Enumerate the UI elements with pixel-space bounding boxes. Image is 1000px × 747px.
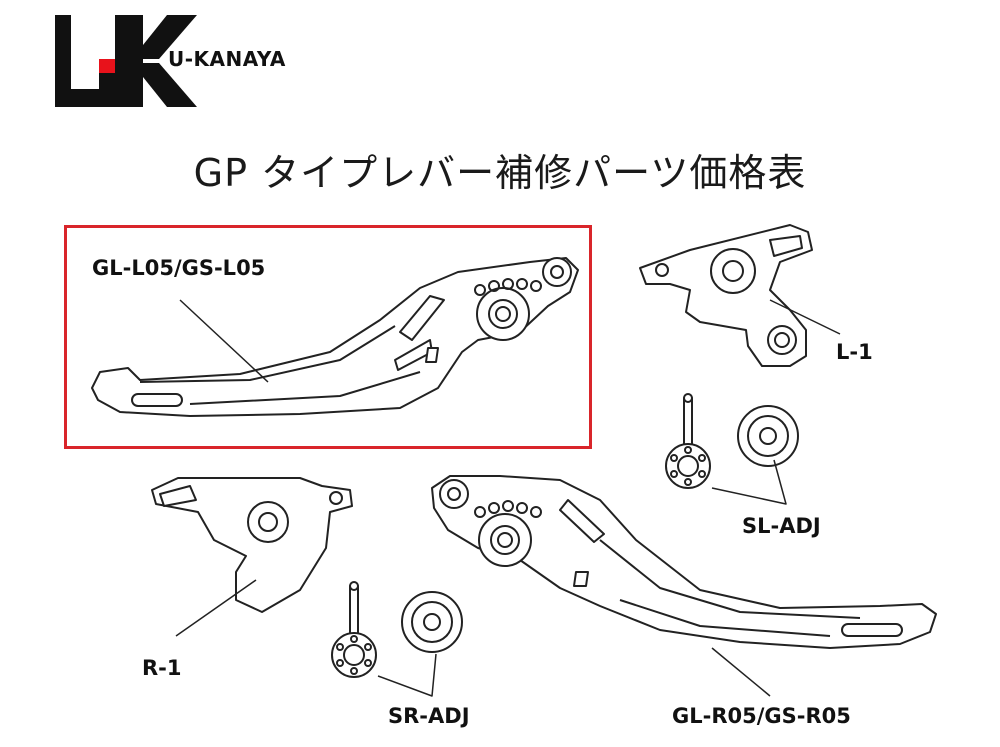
logo-letter-k-upper xyxy=(143,15,197,59)
label-bracket-right: R-1 xyxy=(142,656,182,680)
logo-letter-u xyxy=(55,15,115,107)
lever-left-drawing xyxy=(91,257,579,417)
highlight-box xyxy=(64,225,592,449)
label-adjuster-left: SL-ADJ xyxy=(742,514,821,538)
logo-letter-k-lower xyxy=(143,63,197,107)
uk-logo xyxy=(55,15,197,107)
page-title: GP タイプレバー補修パーツ価格表 xyxy=(193,151,807,195)
bracket-left-drawing xyxy=(639,224,841,367)
bracket-right-drawing xyxy=(151,477,353,637)
label-adjuster-right: SR-ADJ xyxy=(388,704,470,728)
brand-name: U-KANAYA xyxy=(168,47,286,71)
adjuster-left-drawing xyxy=(665,393,799,505)
label-lever-left: GL-L05/GS-L05 xyxy=(92,256,266,280)
logo-letter-k-stem xyxy=(115,15,143,107)
adjuster-right-drawing xyxy=(331,581,463,697)
lever-right-drawing xyxy=(431,475,937,697)
label-bracket-left: L-1 xyxy=(836,340,873,364)
label-lever-right: GL-R05/GS-R05 xyxy=(672,704,851,728)
